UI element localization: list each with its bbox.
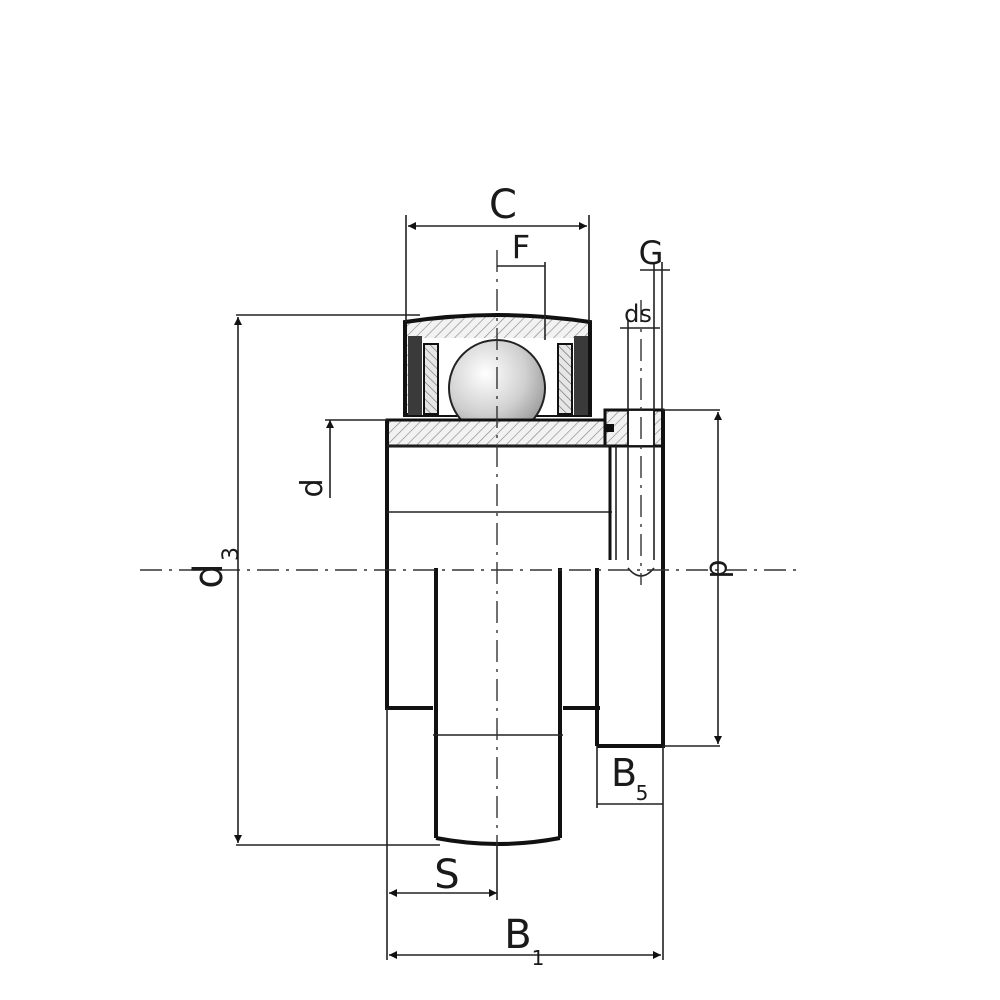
dimension-label-d-bore: d (295, 478, 330, 497)
dimension-label-b1-main: B (504, 912, 531, 958)
dimension-label-c: C (489, 182, 517, 228)
dimension-label-d3: d 3 (186, 547, 244, 589)
dimension-label-s: S (434, 852, 459, 898)
inner-ring-body (385, 420, 617, 710)
seal-left (423, 343, 439, 415)
dimension-label-d3-sub: 3 (219, 547, 244, 561)
dimension-label-b1: B 1 (504, 912, 544, 970)
dimension-label-d3-main: d (186, 563, 232, 588)
dimension-label-b5-sub: 5 (636, 781, 649, 805)
dimension-label-b5-main: B (611, 751, 637, 795)
dimension-label-ds: ds (624, 300, 652, 328)
locking-collar-section (603, 408, 665, 448)
collar-body (595, 410, 665, 748)
dimension-label-b1-sub: 1 (532, 946, 545, 970)
seal-right (557, 343, 573, 415)
dimension-label-d-collar: d (702, 559, 737, 578)
dimension-label-g: G (639, 234, 664, 272)
dimension-lines (234, 222, 722, 959)
extension-lines (236, 215, 720, 960)
dimension-label-f: F (512, 228, 530, 266)
center-lines (140, 250, 800, 845)
inner-ring-section (385, 418, 614, 448)
dimension-label-b5: B 5 (611, 751, 648, 805)
shaft (433, 568, 563, 846)
